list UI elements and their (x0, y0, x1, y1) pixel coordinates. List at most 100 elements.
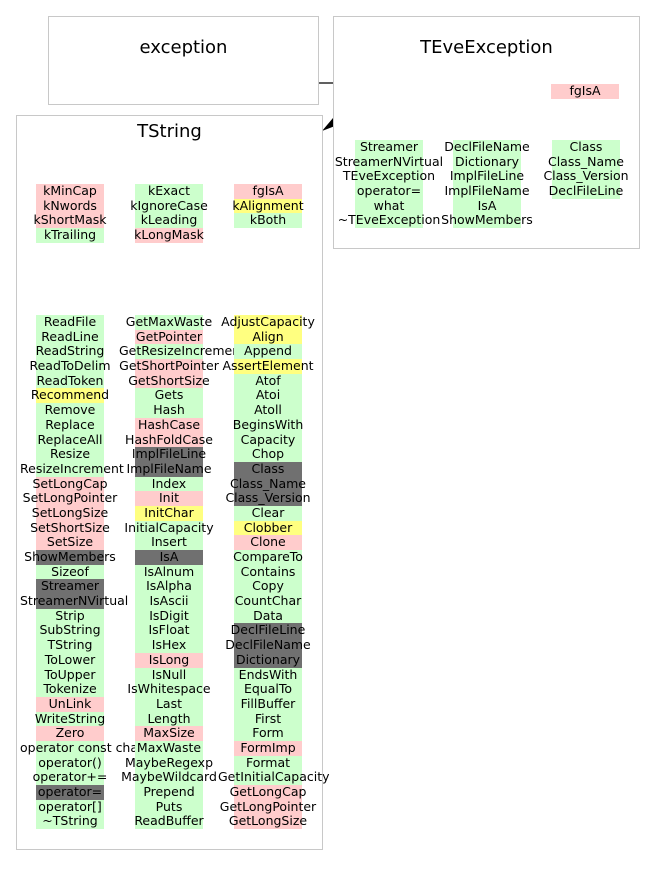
member-item[interactable]: Replace (20, 417, 120, 433)
member-item[interactable]: ReplaceAll (20, 432, 120, 448)
member-item[interactable]: ResizeIncrement (20, 461, 124, 477)
member-item[interactable]: kExact (119, 183, 219, 199)
member-item[interactable]: IsA (436, 198, 538, 214)
member-item[interactable]: DeclFileLine (536, 183, 636, 199)
member-item[interactable]: operator+= (20, 769, 120, 785)
member-item[interactable]: FillBuffer (218, 696, 318, 712)
member-item[interactable]: Data (218, 608, 318, 624)
member-item[interactable]: InitChar (119, 505, 219, 521)
member-item[interactable]: ImplFileLine (119, 446, 219, 462)
member-item[interactable]: WriteString (20, 711, 120, 727)
member-item[interactable]: GetLongCap (218, 784, 318, 800)
member-item[interactable]: Class_Version (536, 169, 636, 185)
member-item[interactable]: CompareTo (218, 549, 318, 565)
member-item[interactable]: ~TEveException (334, 213, 444, 229)
member-item[interactable]: GetLongPointer (218, 799, 318, 815)
member-item[interactable]: Remove (20, 402, 120, 418)
member-item[interactable]: Index (119, 476, 219, 492)
member-item[interactable]: Sizeof (20, 564, 120, 580)
member-item[interactable]: Atoi (218, 388, 318, 404)
member-item[interactable]: Puts (119, 799, 219, 815)
member-item[interactable]: Insert (119, 534, 219, 550)
member-item[interactable]: ShowMembers (20, 549, 120, 565)
member-item[interactable]: Class (218, 461, 318, 477)
member-item[interactable]: FormImp (218, 740, 318, 756)
member-item[interactable]: operator[] (20, 799, 120, 815)
member-item[interactable]: kLongMask (119, 227, 219, 243)
member-item[interactable]: Gets (119, 388, 219, 404)
member-item[interactable]: Class (536, 139, 636, 155)
member-item[interactable]: MaybeWildcard (119, 769, 219, 785)
member-item[interactable]: InitialCapacity (119, 520, 219, 536)
member-item[interactable]: IsHex (119, 637, 219, 653)
member-item[interactable]: kBoth (218, 213, 318, 229)
member-item[interactable]: Dictionary (218, 652, 318, 668)
member-item[interactable]: Atof (218, 373, 318, 389)
member-item[interactable]: operator() (20, 755, 120, 771)
member-item[interactable]: StreamerNVirtual (20, 593, 128, 609)
member-item[interactable]: kLeading (119, 213, 219, 229)
member-item[interactable]: StreamerNVirtual (334, 154, 444, 170)
member-item[interactable]: MaybeRegexp (119, 755, 219, 771)
member-item[interactable]: ReadToken (20, 373, 120, 389)
member-item[interactable]: AssertElement (218, 358, 318, 374)
member-item[interactable]: BeginsWith (218, 417, 318, 433)
member-item[interactable]: DeclFileName (218, 637, 318, 653)
member-item[interactable]: Atoll (218, 402, 318, 418)
member-item[interactable]: ToLower (20, 652, 120, 668)
member-item[interactable]: ~TString (20, 814, 120, 830)
member-item[interactable]: GetShortPointer (119, 358, 219, 374)
member-item[interactable]: IsAlnum (119, 564, 219, 580)
member-item[interactable]: Resize (20, 446, 120, 462)
member-item[interactable]: SetSize (20, 534, 120, 550)
member-item[interactable]: Streamer (334, 139, 444, 155)
member-item[interactable]: ReadToDelim (20, 358, 120, 374)
member-item[interactable]: Streamer (20, 579, 120, 595)
member-item[interactable]: First (218, 711, 318, 727)
member-item[interactable]: ImplFileLine (436, 169, 538, 185)
member-item[interactable]: fgIsA (218, 183, 318, 199)
member-item[interactable]: Hash (119, 402, 219, 418)
member-item[interactable]: GetShortSize (119, 373, 219, 389)
member-item[interactable]: MaxSize (119, 725, 219, 741)
member-item[interactable]: IsAlpha (119, 579, 219, 595)
member-item[interactable]: Strip (20, 608, 120, 624)
member-item[interactable]: Align (218, 329, 318, 345)
member-item[interactable]: UnLink (20, 696, 120, 712)
member-item[interactable]: ImplFileName (436, 183, 538, 199)
member-item[interactable]: Chop (218, 446, 318, 462)
member-item[interactable]: Tokenize (20, 681, 120, 697)
member-item[interactable]: Last (119, 696, 219, 712)
member-item[interactable]: Clobber (218, 520, 318, 536)
member-item[interactable]: HashCase (119, 417, 219, 433)
member-item[interactable]: SubString (20, 623, 120, 639)
member-item[interactable]: GetLongSize (218, 814, 318, 830)
member-item[interactable]: Append (218, 344, 318, 360)
member-item[interactable]: kNwords (20, 198, 120, 214)
member-item[interactable]: HashFoldCase (119, 432, 219, 448)
member-item[interactable]: GetMaxWaste (119, 314, 219, 330)
member-item[interactable]: CountChar (218, 593, 318, 609)
member-item[interactable]: operator= (334, 183, 444, 199)
member-item[interactable]: Capacity (218, 432, 318, 448)
member-item[interactable]: IsAscii (119, 593, 219, 609)
member-item[interactable]: what (334, 198, 444, 214)
member-item[interactable]: Length (119, 711, 219, 727)
member-item[interactable]: Init (119, 490, 219, 506)
member-item[interactable]: AdjustCapacity (218, 314, 318, 330)
member-item[interactable]: Class_Name (218, 476, 318, 492)
member-item[interactable]: ShowMembers (436, 213, 538, 229)
member-item[interactable]: ReadString (20, 344, 120, 360)
member-item[interactable]: GetPointer (119, 329, 219, 345)
member-item[interactable]: Format (218, 755, 318, 771)
member-item[interactable]: SetShortSize (20, 520, 120, 536)
member-item[interactable]: ToUpper (20, 667, 120, 683)
member-item[interactable]: Class_Name (536, 154, 636, 170)
member-item[interactable]: DeclFileLine (218, 623, 318, 639)
member-item[interactable]: ReadBuffer (119, 814, 219, 830)
member-item[interactable]: Clone (218, 534, 318, 550)
member-item[interactable]: TEveException (334, 169, 444, 185)
member-item[interactable]: ImplFileName (119, 461, 219, 477)
member-item[interactable]: IsWhitespace (119, 681, 219, 697)
member-item[interactable]: SetLongCap (20, 476, 120, 492)
